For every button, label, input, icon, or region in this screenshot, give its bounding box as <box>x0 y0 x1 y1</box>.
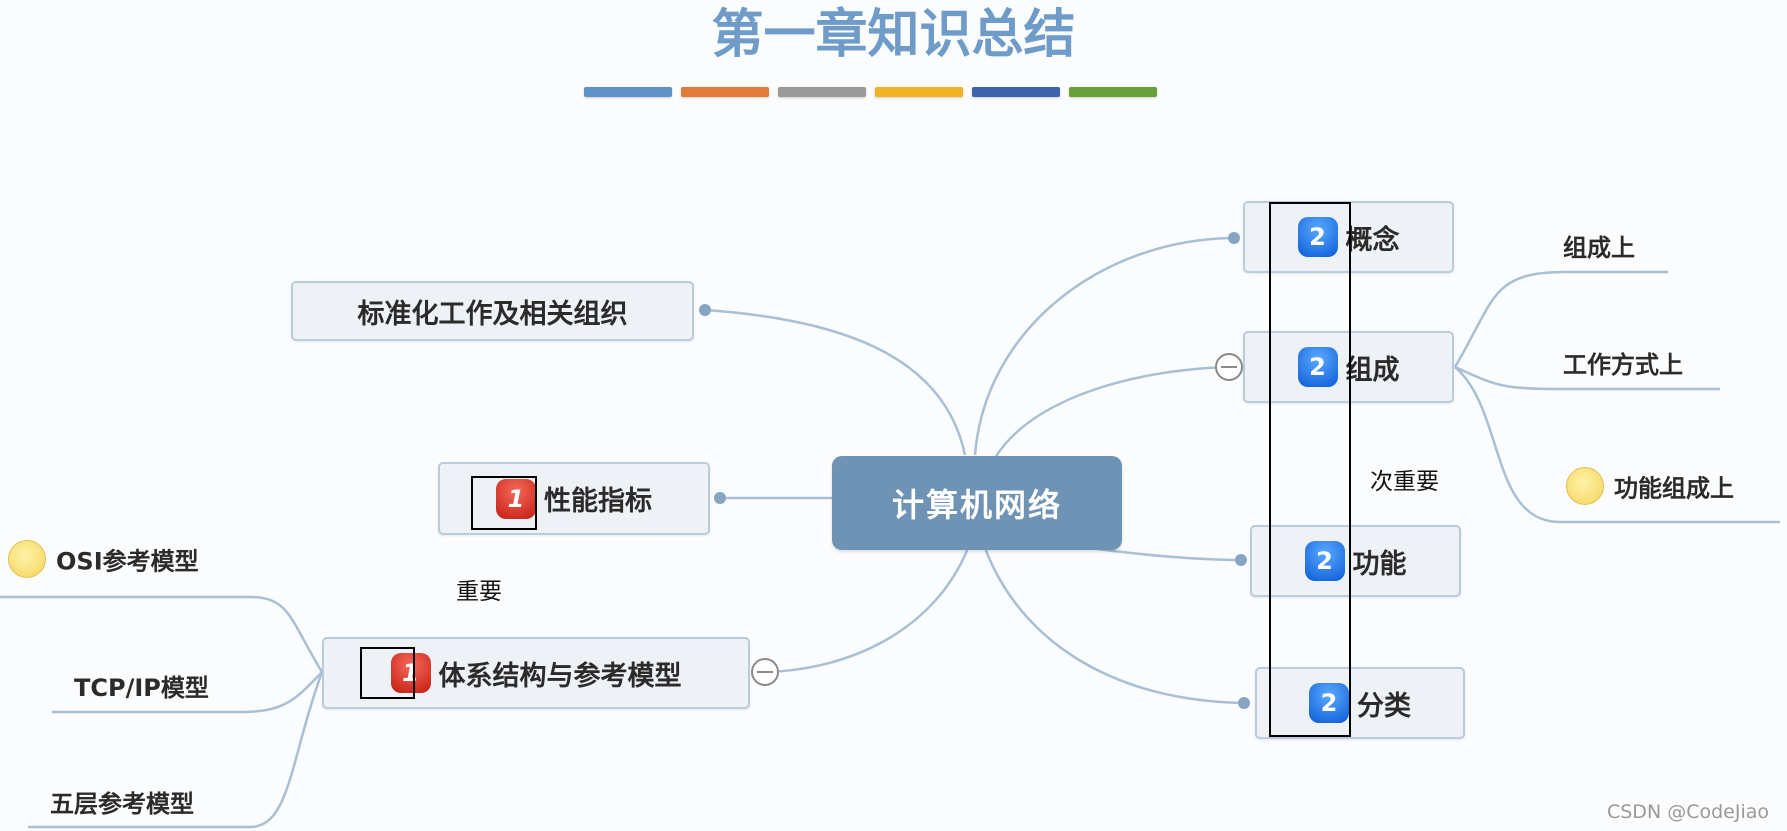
color-bar-segment <box>875 87 963 97</box>
highlight-box-architecture-badge <box>360 647 415 699</box>
color-bar-segment <box>1069 87 1157 97</box>
connector-comp-child-1 <box>1453 270 1668 368</box>
topic-concept[interactable]: 2 概念 <box>1243 201 1454 273</box>
annotation-important: 重要 <box>456 579 502 605</box>
connector-dot-standards <box>699 304 711 316</box>
central-topic[interactable]: 计算机网络 <box>832 456 1122 550</box>
connector-dot-concept <box>1228 232 1240 244</box>
connector-comp-child-2 <box>1454 365 1720 391</box>
watermark: CSDN @CodeJiao <box>1606 801 1769 823</box>
topic-performance-label: 性能指标 <box>544 486 652 517</box>
highlight-box-secondary-badges <box>1269 202 1351 737</box>
subtopic-osi-model[interactable]: OSI参考模型 <box>8 540 199 578</box>
connector-concept <box>973 236 1233 456</box>
topic-function-label: 功能 <box>1352 548 1407 580</box>
subtopic-osi-model-label: OSI参考模型 <box>56 547 199 576</box>
connector-classification <box>983 547 1244 705</box>
subtopic-five-layer-model[interactable]: 五层参考模型 <box>50 790 194 818</box>
connector-function <box>1089 546 1241 562</box>
subtopic-composition-structure[interactable]: 组成上 <box>1563 234 1635 262</box>
connector-dot-function <box>1235 554 1247 566</box>
marker-dot-icon <box>1566 467 1604 505</box>
priority-2-icon: 2 <box>1297 217 1338 257</box>
annotation-secondary: 次重要 <box>1370 469 1439 495</box>
connector-standards <box>704 308 967 456</box>
highlight-box-performance-badge <box>471 476 537 530</box>
priority-2-icon: 2 <box>1297 347 1338 387</box>
subtopic-tcpip-model[interactable]: TCP/IP模型 <box>74 674 209 702</box>
topic-concept-label: 概念 <box>1345 224 1400 256</box>
topic-function[interactable]: 2 功能 <box>1250 525 1461 597</box>
subtopic-functional-composition[interactable]: 功能组成上 <box>1566 467 1734 505</box>
subtopic-functional-composition-label: 功能组成上 <box>1614 474 1734 503</box>
priority-1-icon: 1 <box>496 478 536 519</box>
connector-composition <box>993 365 1229 459</box>
connector-arch-child-1 <box>0 595 324 673</box>
connector-arch-child-2 <box>52 671 323 714</box>
topic-classification[interactable]: 2 分类 <box>1255 667 1465 739</box>
connector-arch-child-3 <box>28 671 324 829</box>
topic-classification-label: 分类 <box>1357 690 1411 722</box>
subtopic-working-mode[interactable]: 工作方式上 <box>1563 351 1683 379</box>
priority-2-icon: 2 <box>1304 541 1345 581</box>
color-bar-segment <box>681 87 769 97</box>
marker-dot-icon <box>8 540 46 578</box>
color-bar-segment <box>778 87 866 97</box>
page-title: 第一章知识总结 <box>711 4 1076 65</box>
central-topic-label: 计算机网络 <box>891 486 1062 524</box>
topic-composition[interactable]: 2 组成 <box>1243 331 1454 403</box>
connector-dot-performance <box>714 492 726 504</box>
topic-standards-label: 标准化工作及相关组织 <box>357 298 628 330</box>
connector-comp-child-3 <box>1454 366 1780 524</box>
priority-2-icon: 2 <box>1309 683 1349 723</box>
color-bar-segment <box>584 87 672 97</box>
topic-standards[interactable]: 标准化工作及相关组织 <box>291 281 694 341</box>
topic-architecture-label: 体系结构与参考模型 <box>438 660 682 692</box>
color-bar-segment <box>972 87 1060 97</box>
connector-dot-classification <box>1238 697 1250 709</box>
connector-architecture <box>764 547 970 674</box>
topic-performance[interactable]: 1 性能指标 <box>438 462 710 535</box>
topic-composition-label: 组成 <box>1345 354 1400 386</box>
